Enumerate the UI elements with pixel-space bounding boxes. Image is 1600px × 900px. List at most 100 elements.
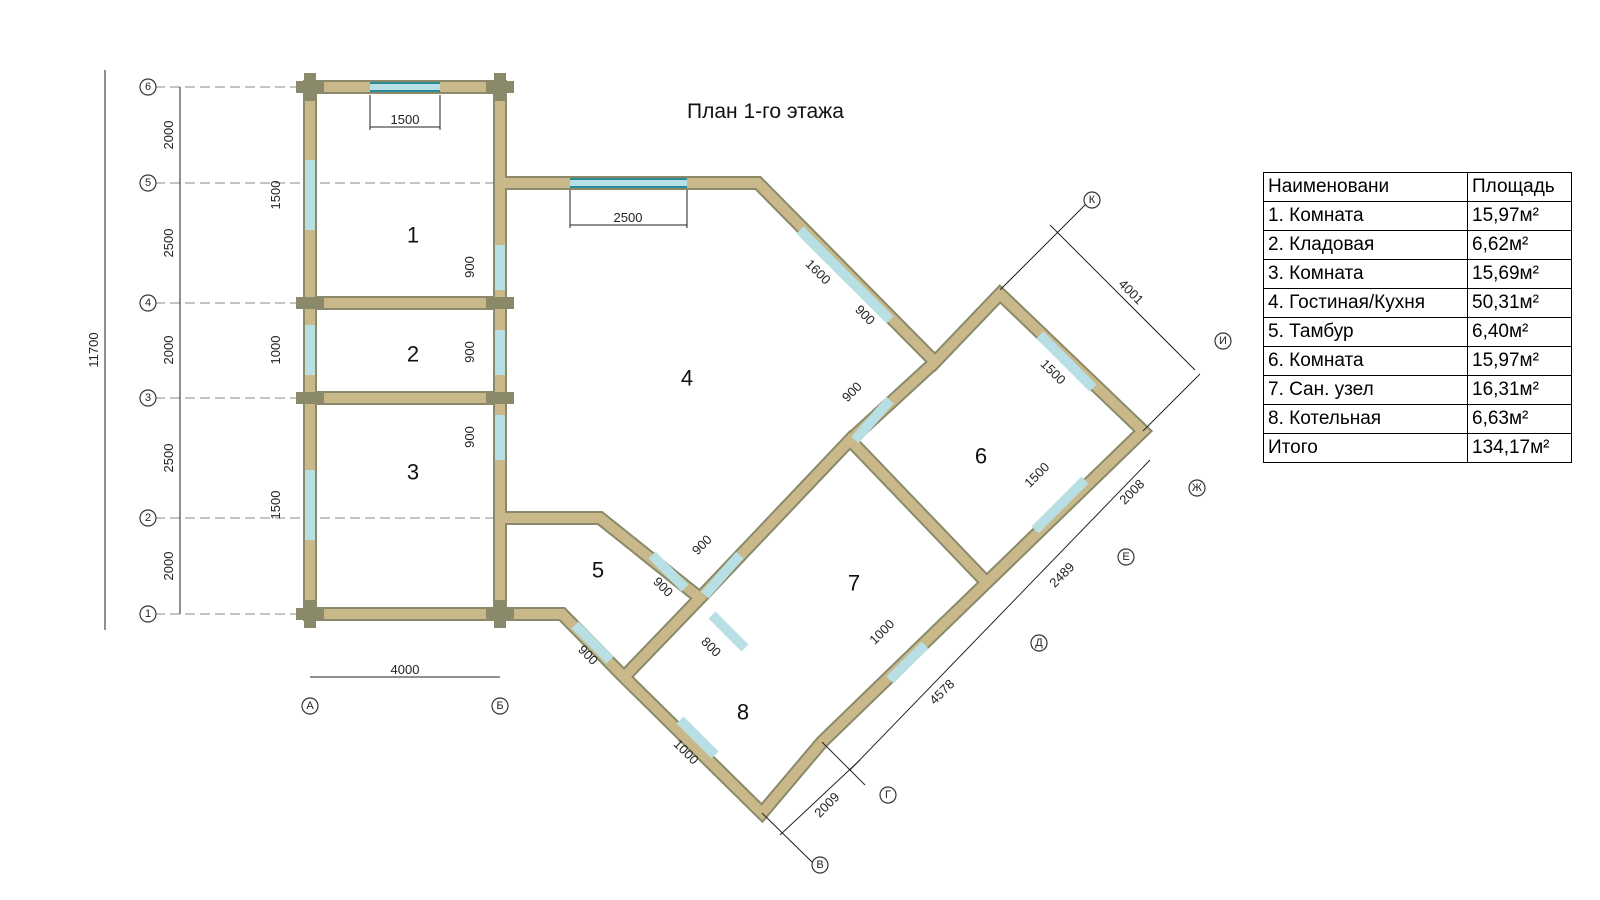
table-cell-name: 6. Комната: [1263, 346, 1468, 376]
dim-4000: 4000: [391, 662, 420, 677]
axis-label-Zh: Ж: [1192, 482, 1202, 494]
axis-marker-1: [139, 605, 157, 623]
room-7-label: 7: [848, 571, 860, 596]
axis-marker-Zh: [1188, 479, 1206, 497]
axis-label-1: 1: [145, 608, 151, 620]
table-cell-area: 15,97м²: [1467, 201, 1572, 231]
axis-marker-D: [1030, 634, 1048, 652]
dim-1500-l1: 1500: [268, 181, 283, 210]
dim-2000-a: 2000: [161, 121, 176, 150]
table-cell-name: 3. Комната: [1263, 259, 1468, 289]
axis-label-D: Д: [1035, 637, 1043, 649]
axis-label-K: К: [1089, 194, 1096, 206]
table-total-value: 134,17м²: [1467, 433, 1572, 463]
wall-corner-marks: [296, 73, 514, 628]
walls: [303, 80, 1154, 824]
table-cell-name: 5. Тамбур: [1263, 317, 1468, 347]
table-cell-name: 7. Сан. узел: [1263, 375, 1468, 405]
dim-4001: 4001: [1116, 276, 1147, 307]
axis-marker-K: [1083, 191, 1101, 209]
dim-900-c: 900: [689, 532, 715, 558]
dim-800: 800: [698, 634, 724, 660]
dimension-labels: 11700 2000 2500 2000 2500 2000 1500 1000…: [86, 112, 1147, 820]
dim-1500-l3: 1500: [268, 491, 283, 520]
table-cell-area: 15,97м²: [1467, 346, 1572, 376]
room-3-label: 3: [407, 460, 419, 485]
room-6-label: 6: [975, 444, 987, 469]
axis-label-3: 3: [145, 392, 151, 404]
axis-label-B: Б: [496, 700, 503, 712]
axis-marker-A: [301, 697, 319, 715]
axis-marker-G: [879, 786, 897, 804]
axis-label-I: И: [1219, 335, 1227, 347]
dim-2000-c: 2000: [161, 552, 176, 581]
axis-label-A: А: [306, 700, 314, 712]
dim-900-b: 900: [839, 379, 865, 405]
axis-markers: 6 5 4 3 2 1 А Б К И Ж Е Д Г В: [139, 78, 1232, 874]
table-total-label: Итого: [1263, 433, 1468, 463]
dim-1000-l: 1000: [268, 336, 283, 365]
dim-900-w1: 900: [462, 256, 477, 278]
dim-1500-top: 1500: [391, 112, 420, 127]
axis-marker-I: [1214, 332, 1232, 350]
plan-title: План 1-го этажа: [687, 100, 844, 123]
dimension-lines: [104, 70, 1201, 863]
axis-marker-6: [139, 78, 157, 96]
table-cell-area: 50,31м²: [1467, 288, 1572, 318]
axis-label-E: Е: [1122, 551, 1129, 563]
dim-2500-top: 2500: [614, 210, 643, 225]
axis-marker-V: [811, 856, 829, 874]
room-5-label: 5: [592, 558, 604, 583]
room-2-label: 2: [407, 342, 419, 367]
axis-label-6: 6: [145, 81, 151, 93]
dim-900-w2: 900: [462, 341, 477, 363]
room-1-label: 1: [407, 223, 419, 248]
dim-1500-6: 1500: [1021, 459, 1052, 490]
dim-11700: 11700: [86, 332, 101, 367]
axis-marker-3: [139, 389, 157, 407]
table-cell-area: 6,62м²: [1467, 230, 1572, 260]
table-header-area: Площадь: [1467, 172, 1572, 202]
dim-2000-b: 2000: [161, 336, 176, 365]
dim-900-w3: 900: [462, 426, 477, 448]
axis-marker-E: [1117, 548, 1135, 566]
axis-label-2: 2: [145, 512, 151, 524]
axis-marker-5: [139, 174, 157, 192]
room-4-label: 4: [681, 366, 693, 391]
dim-2500-a: 2500: [161, 229, 176, 258]
axis-marker-B: [491, 697, 509, 715]
table-header-row: Наименовани Площадь: [1263, 172, 1572, 202]
axis-label-G: Г: [885, 789, 891, 801]
room-labels: 1 2 3 4 5 6 7 8: [407, 223, 987, 725]
axis-label-5: 5: [145, 177, 151, 189]
table-cell-area: 6,40м²: [1467, 317, 1572, 347]
axis-label-4: 4: [145, 297, 151, 309]
axis-label-V: В: [816, 859, 823, 871]
axis-lines: [155, 86, 500, 615]
table-cell-name: 2. Кладовая: [1263, 230, 1468, 260]
axis-marker-2: [139, 509, 157, 527]
dim-2008: 2008: [1116, 476, 1147, 507]
table-cell-area: 16,31м²: [1467, 375, 1572, 405]
dim-2489: 2489: [1046, 559, 1077, 590]
table-cell-area: 6,63м²: [1467, 404, 1572, 434]
table-cell-name: 8. Котельная: [1263, 404, 1468, 434]
windows: [305, 82, 1097, 759]
dim-2500-b: 2500: [161, 444, 176, 473]
table-cell-name: 1. Комната: [1263, 201, 1468, 231]
table-header-name: Наименовани: [1263, 172, 1468, 202]
dim-4578: 4578: [926, 676, 957, 707]
axis-marker-4: [139, 294, 157, 312]
dim-1000-7: 1000: [866, 616, 897, 647]
room-8-label: 8: [737, 700, 749, 725]
